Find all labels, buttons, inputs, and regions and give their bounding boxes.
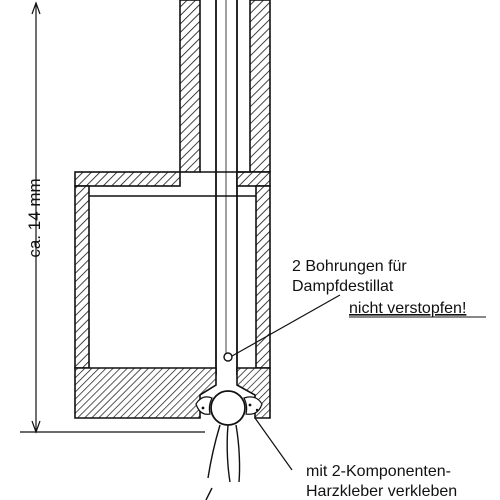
glue-dot <box>255 408 259 412</box>
bores-label-line1: 2 Bohrungen für <box>292 258 407 275</box>
wire-lower-stub <box>205 487 213 500</box>
upper-tube-left-wall <box>179 0 201 173</box>
glue-leader-line <box>254 417 293 471</box>
bores-leader-line <box>231 294 341 357</box>
housing-base-left <box>74 367 217 419</box>
wire-right <box>235 424 241 483</box>
bores-label-line2: Dampfdestillat <box>292 278 394 295</box>
glue-dot <box>248 403 252 407</box>
housing-lid-right <box>236 171 271 187</box>
dimension-arrow-top <box>31 1 41 15</box>
dimension-label: ca. 14 mm <box>25 178 44 257</box>
wire-left <box>207 424 221 479</box>
glue-blob-left <box>195 396 213 415</box>
glue-dot <box>201 406 205 410</box>
glue-label-line1: mit 2-Komponenten- <box>306 463 451 480</box>
housing-lid-left <box>74 171 181 187</box>
bead-ball <box>210 390 246 426</box>
housing-left-wall <box>74 185 90 369</box>
bore-hole <box>223 352 233 362</box>
glue-label-line2: Harzkleber verkleben <box>306 483 457 500</box>
upper-tube-right-wall <box>249 0 271 173</box>
bores-label-line3: nicht verstopfen! <box>349 300 466 317</box>
wire-middle <box>226 424 231 483</box>
